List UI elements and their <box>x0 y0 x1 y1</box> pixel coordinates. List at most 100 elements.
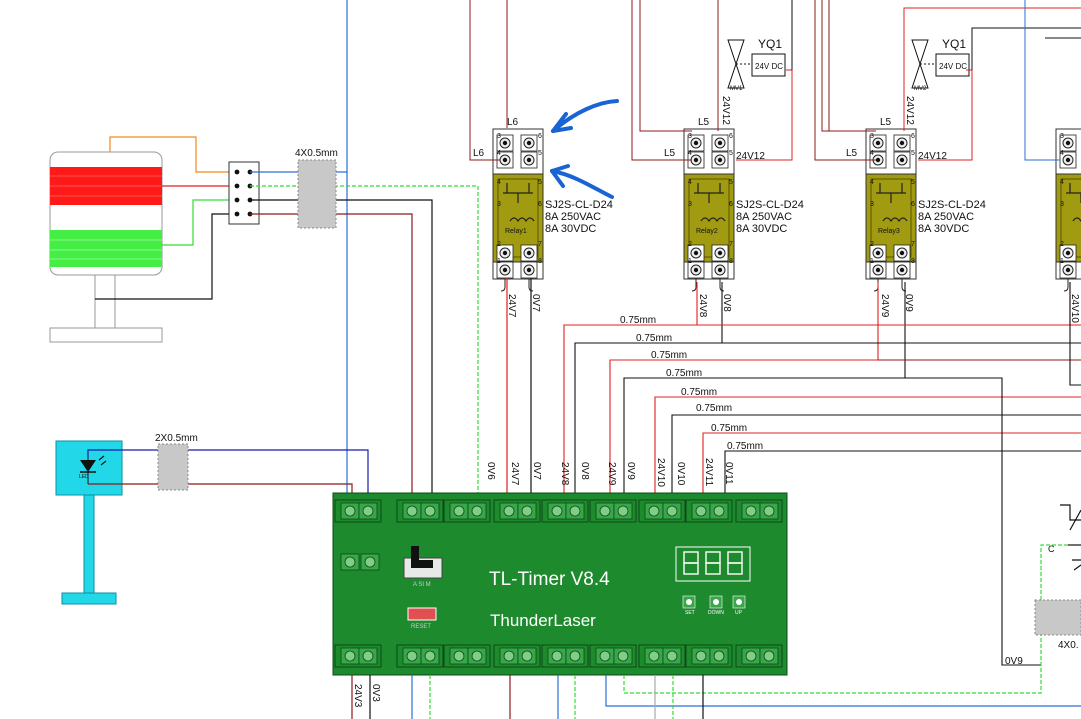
svg-text:0V8: 0V8 <box>579 462 590 480</box>
up-button-label: UP <box>735 610 743 616</box>
board-terminal <box>358 647 378 665</box>
svg-text:24V10: 24V10 <box>655 458 666 487</box>
timer-title: TL-Timer V8.4 <box>489 569 610 590</box>
relay-rating-label: 8A 30VDC <box>545 223 596 235</box>
relay-terminal <box>893 151 911 169</box>
led-label: LED <box>79 474 89 480</box>
tower-cable-label: 4X0.5mm <box>295 148 338 159</box>
relay-pin-label: 5 <box>729 179 733 186</box>
relay-side-label: L5 <box>846 148 858 159</box>
relay-pin-label: 6 <box>911 201 915 208</box>
relay-pin-label: 6 <box>538 201 542 208</box>
relay-4: 36454536271824V10 <box>1055 128 1081 323</box>
led-cable-label: 2X0.5mm <box>155 433 198 444</box>
svg-text:0V3: 0V3 <box>370 684 381 702</box>
wire-size-label: 0.75mm <box>696 403 732 414</box>
board-terminal <box>644 502 664 520</box>
bottom-wires <box>351 544 1081 719</box>
board-terminal <box>402 647 422 665</box>
relay-pin-label: 4 <box>688 150 692 157</box>
board-terminal <box>340 502 360 520</box>
board-terminal <box>759 502 779 520</box>
relay-input-label: L5 <box>698 117 710 128</box>
board-terminal <box>741 502 761 520</box>
board-terminal <box>547 647 567 665</box>
relay-coil-label: Relay3 <box>878 228 900 235</box>
contact-label: C <box>1048 544 1055 554</box>
board-terminal <box>517 647 537 665</box>
relay-pin-label: 6 <box>911 133 915 140</box>
svg-text:0V9: 0V9 <box>625 462 636 480</box>
board-terminal <box>709 502 729 520</box>
relay-pin-label: 4 <box>1060 150 1064 157</box>
stack-light <box>49 0 479 505</box>
relay-model-label: SJ2S-CL-D24 <box>545 199 613 211</box>
relay-rating-label: 8A 250VAC <box>736 211 792 223</box>
relay-wire-label: 0V9 <box>903 294 914 312</box>
svg-text:0V10: 0V10 <box>675 462 686 486</box>
relay-pin-label: 6 <box>538 133 542 140</box>
board-terminal <box>402 502 422 520</box>
board-terminal <box>517 502 537 520</box>
valve-tag: YQ1 <box>758 37 782 51</box>
relay-pin-label: 7 <box>729 241 733 248</box>
relay-pin-label: 4 <box>870 179 874 186</box>
wire-size-label: 0.75mm <box>636 333 672 344</box>
board-terminal <box>420 502 440 520</box>
relay-pin-label: 2 <box>688 241 692 248</box>
relay-pin-label: 4 <box>497 150 501 157</box>
wire-size-label: 0.75mm <box>711 423 747 434</box>
relay-output-label: 24V12 <box>736 151 765 162</box>
relay-model-label: SJ2S-CL-D24 <box>918 199 986 211</box>
relay-pin-label: 3 <box>1060 133 1064 140</box>
board-terminal <box>595 502 615 520</box>
svg-text:24V11: 24V11 <box>703 458 714 487</box>
relay-coil-label: Relay2 <box>696 228 718 235</box>
relay-pin-label: 3 <box>688 133 692 140</box>
relay-wire-label: 24V9 <box>879 294 890 318</box>
relay-pin-label: 4 <box>1060 179 1064 186</box>
relay-pin-label: 8 <box>538 258 542 265</box>
valve-voltage: 24V DC <box>755 62 783 71</box>
relay-pin-label: 1 <box>688 258 692 265</box>
relay-wire-label: 24V10 <box>1069 294 1080 323</box>
relay-pin-label: 8 <box>729 258 733 265</box>
svg-text:0V6: 0V6 <box>485 462 496 480</box>
valve-wire-label: 24V12 <box>720 96 731 125</box>
board-terminal <box>709 647 729 665</box>
wire-size-label: 0.75mm <box>681 387 717 398</box>
relay-pin-label: 4 <box>688 179 692 186</box>
relay-pin-label: 7 <box>538 241 542 248</box>
relay-pin-label: 3 <box>870 133 874 140</box>
relay-pin-label: 5 <box>538 150 542 157</box>
wire-size-label: 0.75mm <box>727 441 763 452</box>
board-terminal <box>467 647 487 665</box>
board-terminal <box>741 647 761 665</box>
board-terminal <box>467 502 487 520</box>
relay-pin-label: 1 <box>1060 258 1064 265</box>
wire-size-label: 0.75mm <box>620 315 656 326</box>
relay-terminal <box>520 244 538 262</box>
board-terminal <box>499 502 519 520</box>
board-terminal <box>547 502 567 520</box>
down-button-label: DOWN <box>708 610 724 616</box>
relay-terminal <box>893 261 911 279</box>
relay-pin-label: 3 <box>497 201 501 208</box>
board-terminal <box>691 647 711 665</box>
led-lamp <box>55 440 369 605</box>
annotation-arrows <box>550 99 619 199</box>
relay-input-label: L5 <box>880 117 892 128</box>
relay-pin-label: 3 <box>870 201 874 208</box>
svg-text:24V8: 24V8 <box>559 462 570 486</box>
relay-rating-label: 8A 250VAC <box>918 211 974 223</box>
board-terminal <box>662 502 682 520</box>
right-cable-label: 4X0. <box>1058 640 1079 651</box>
timer-board <box>332 492 788 676</box>
relay-pin-label: 5 <box>911 150 915 157</box>
right-side-device <box>1034 504 1081 636</box>
board-terminal <box>595 647 615 665</box>
